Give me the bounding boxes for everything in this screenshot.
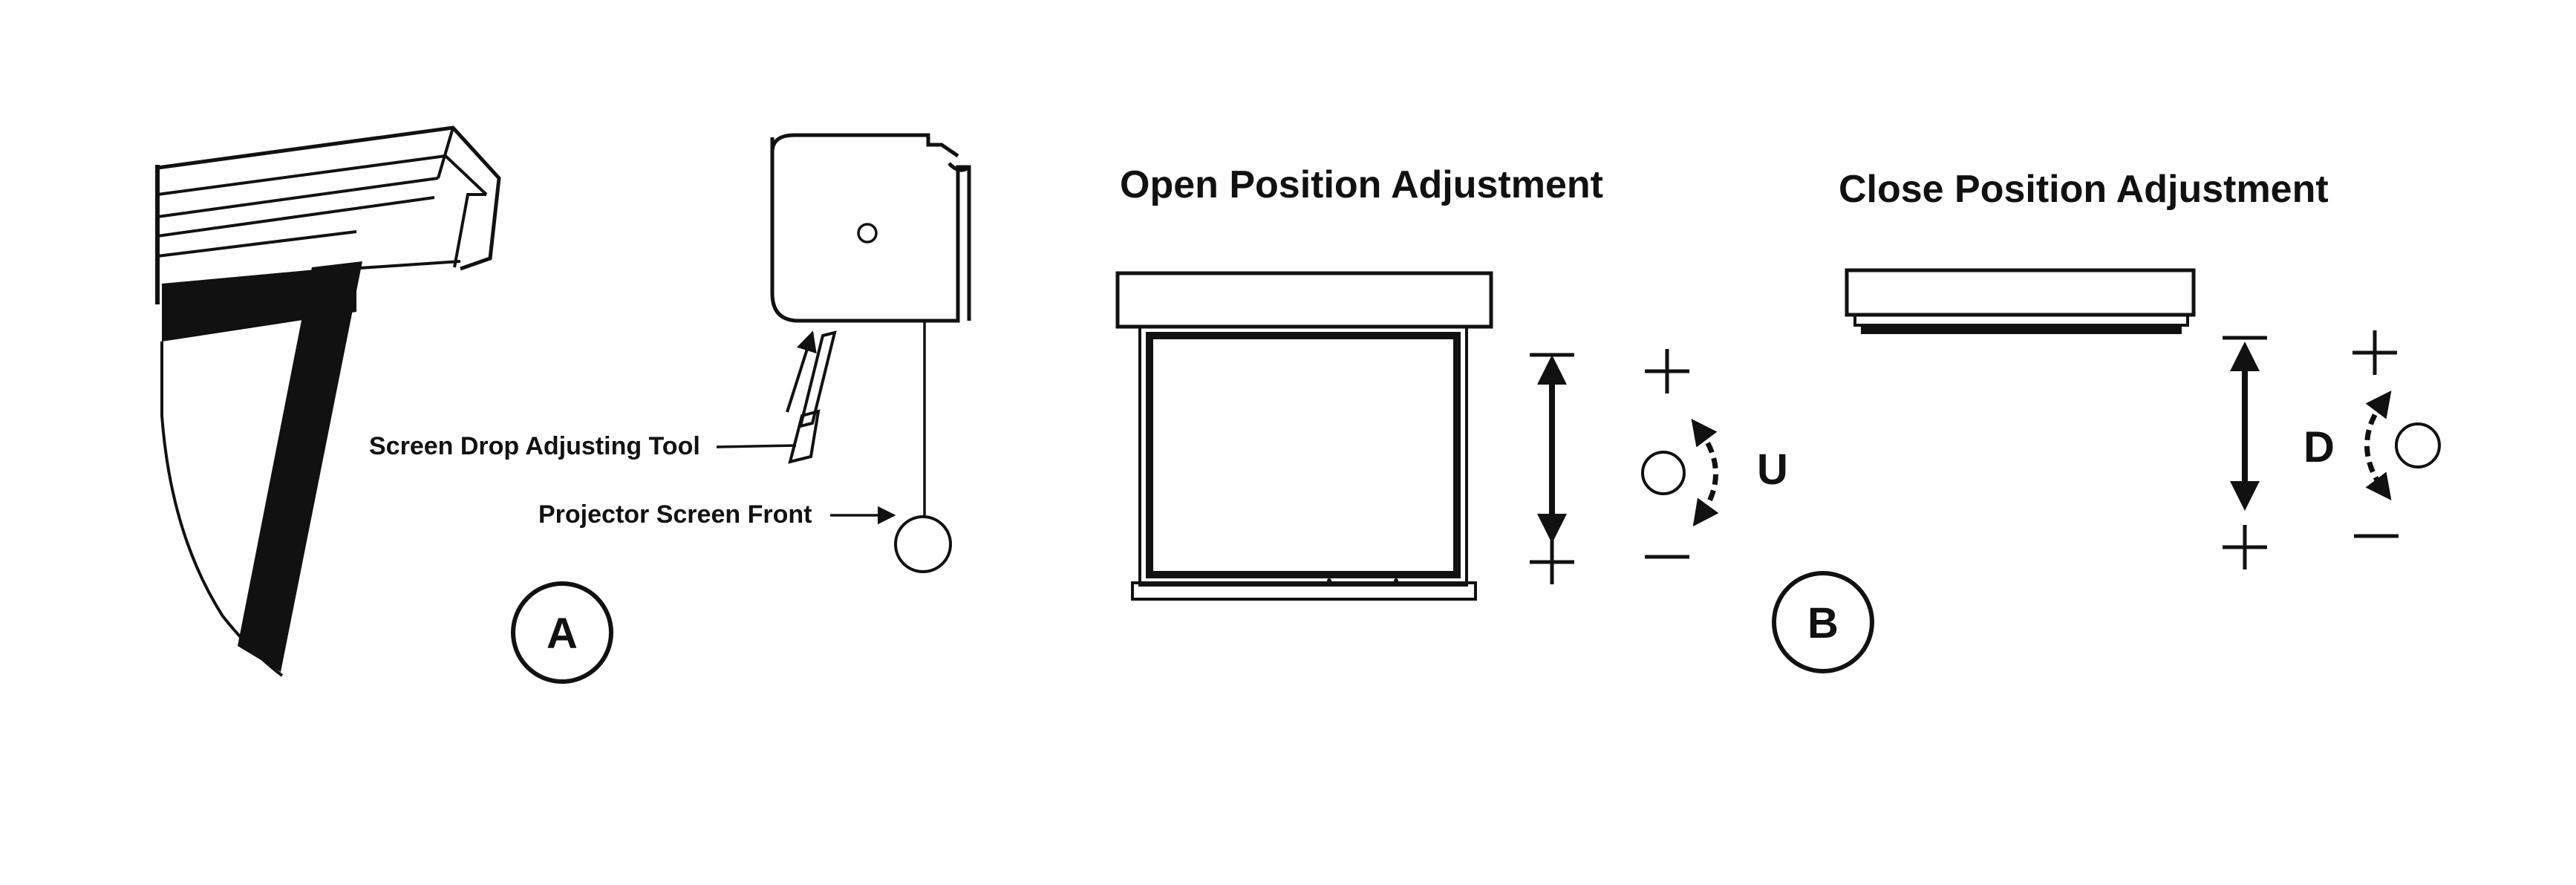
badge-a [511, 581, 613, 684]
badge-b [1772, 571, 1874, 673]
close-rotate-letter: D [2303, 423, 2335, 471]
close-rotate-arrow [2364, 390, 2392, 501]
close-position-title: Close Position Adjustment [1839, 168, 2329, 211]
adjusting-tool-icon [786, 330, 837, 464]
close-knob-icon [2395, 422, 2441, 468]
badge-b-letter: B [1807, 599, 1839, 647]
bottom-bar-icon [894, 515, 952, 573]
adjust-hole-icon [857, 223, 878, 244]
screen-case-perspective [155, 125, 501, 677]
open-rotate-arrow [1691, 418, 1719, 527]
open-screen-icon [1115, 271, 1493, 601]
end-cap-side-view [770, 133, 971, 573]
tool-leader-line [716, 444, 797, 448]
open-knob-icon [1641, 451, 1686, 495]
badge-a-letter: A [547, 610, 578, 658]
tool-callout-label: Screen Drop Adjusting Tool [369, 432, 700, 460]
front-callout-label: Projector Screen Front [538, 500, 812, 529]
open-position-title: Open Position Adjustment [1120, 163, 1603, 206]
closed-screen-icon [1845, 268, 2196, 334]
open-rotate-letter: U [1757, 445, 1788, 494]
